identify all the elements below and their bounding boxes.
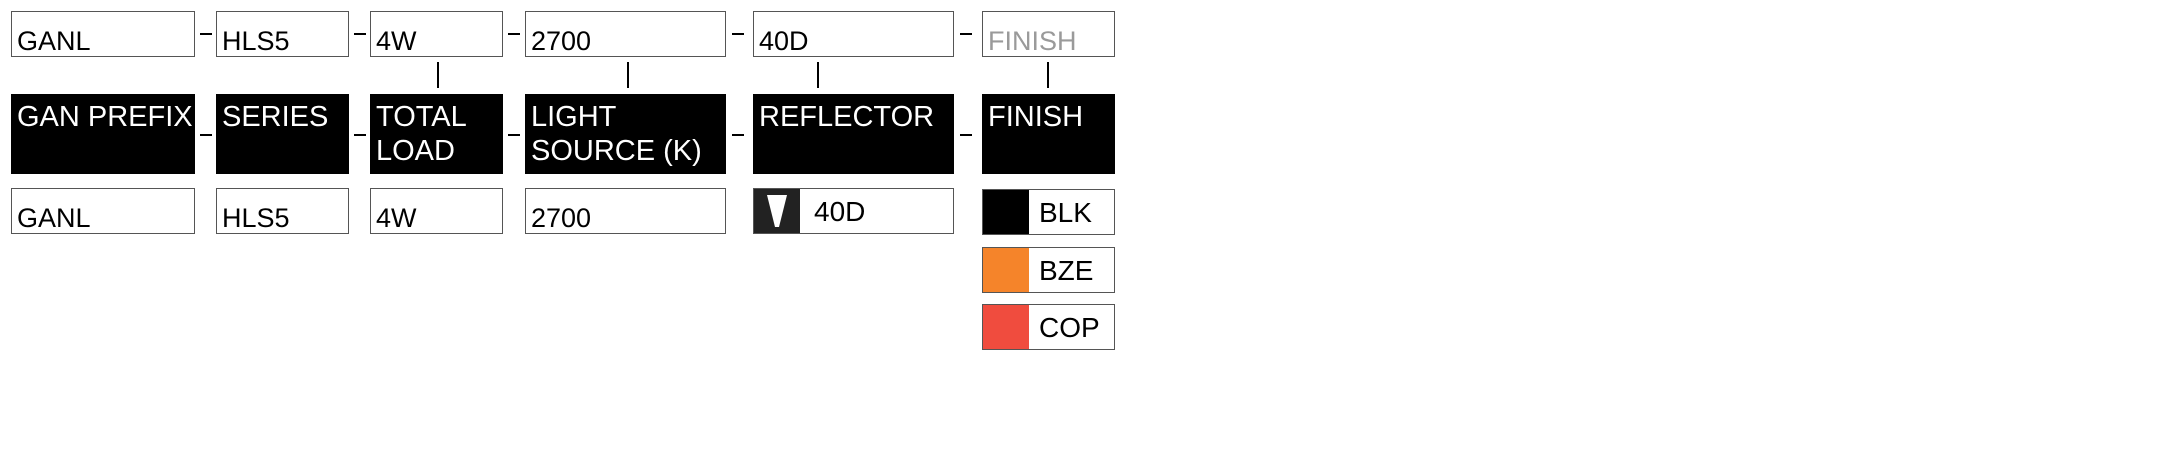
gan-prefix-option[interactable]: GANL <box>11 188 195 234</box>
separator-dash <box>354 134 366 136</box>
finish-header: FINISH <box>982 94 1115 174</box>
reflector-value-field[interactable]: 40D <box>753 11 954 57</box>
light-source-value-field[interactable]: 2700 <box>525 11 726 57</box>
separator-dash <box>200 33 212 35</box>
connector-line <box>1047 62 1049 88</box>
light-source-option[interactable]: 2700 <box>525 188 726 234</box>
separator-dash <box>732 33 744 35</box>
reflector-header: REFLECTOR <box>753 94 954 174</box>
color-swatch <box>983 190 1029 234</box>
connector-line <box>817 62 819 88</box>
reflector-option-label: 40D <box>814 196 866 227</box>
separator-dash <box>354 33 366 35</box>
total-load-header: TOTAL LOAD <box>370 94 503 174</box>
reflector-beam-icon <box>754 189 800 233</box>
gan-prefix-value-field[interactable]: GANL <box>11 11 195 57</box>
separator-dash <box>732 134 744 136</box>
total-load-value-field[interactable]: 4W <box>370 11 503 57</box>
separator-dash <box>508 33 520 35</box>
series-header: SERIES <box>216 94 349 174</box>
finish-option-label: BZE <box>1039 255 1094 286</box>
finish-option-label: COP <box>1039 312 1100 343</box>
connector-line <box>627 62 629 88</box>
light-source-header: LIGHT SOURCE (K) <box>525 94 726 174</box>
reflector-beam-icon-svg <box>767 195 787 227</box>
finish-option-label: BLK <box>1039 197 1092 228</box>
finish-option-blk[interactable]: BLK <box>982 189 1115 235</box>
reflector-option-40d[interactable]: 40D <box>753 188 954 234</box>
connector-line <box>437 62 439 88</box>
finish-value-field[interactable]: FINISH <box>982 11 1115 57</box>
total-load-option[interactable]: 4W <box>370 188 503 234</box>
series-option[interactable]: HLS5 <box>216 188 349 234</box>
separator-dash <box>960 33 972 35</box>
series-value-field[interactable]: HLS5 <box>216 11 349 57</box>
separator-dash <box>508 134 520 136</box>
color-swatch <box>983 305 1029 349</box>
separator-dash <box>960 134 972 136</box>
gan-prefix-header: GAN PREFIX <box>11 94 195 174</box>
finish-option-bze[interactable]: BZE <box>982 247 1115 293</box>
finish-option-cop[interactable]: COP <box>982 304 1115 350</box>
color-swatch <box>983 248 1029 292</box>
separator-dash <box>200 134 212 136</box>
